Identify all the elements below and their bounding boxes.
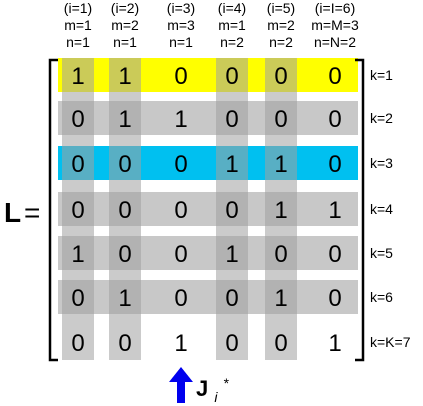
matrix-cell: 0 <box>328 285 341 312</box>
matrix-cell: 0 <box>225 63 238 90</box>
matrix-cell: 1 <box>174 330 187 357</box>
column-header-n: n=1 <box>169 34 193 50</box>
row-label: k=K=7 <box>370 334 411 350</box>
matrix-cell: 0 <box>225 285 238 312</box>
left-bracket <box>48 58 58 362</box>
matrix-cell: 1 <box>225 241 238 268</box>
row-bands <box>58 58 358 314</box>
row-label: k=1 <box>370 67 393 83</box>
matrix-cell: 1 <box>118 285 131 312</box>
column-band <box>62 58 94 360</box>
column-bands <box>62 58 297 360</box>
matrix-cell: 1 <box>274 197 287 224</box>
row-band <box>58 192 358 226</box>
matrix-cell: 1 <box>225 151 238 178</box>
row-label: k=5 <box>370 245 393 261</box>
matrix-cell: 0 <box>118 330 131 357</box>
column-header-i: (i=4) <box>218 0 246 16</box>
matrix-cell: 1 <box>174 106 187 133</box>
matrix-cell: 0 <box>71 106 84 133</box>
matrix-cell: 0 <box>225 330 238 357</box>
column-header-n: n=2 <box>220 34 244 50</box>
matrix-cell: 1 <box>71 241 84 268</box>
matrix-cell: 0 <box>274 330 287 357</box>
column-header-i: (i=5) <box>267 0 295 16</box>
row-band <box>58 146 358 180</box>
matrix-cell: 1 <box>274 285 287 312</box>
row-label: k=4 <box>370 201 393 217</box>
column-header-i: (i=I=6) <box>315 0 355 16</box>
matrix-cell: 0 <box>328 151 341 178</box>
column-band <box>109 58 141 360</box>
column-header-m: m=2 <box>111 17 139 33</box>
matrix-cell: 0 <box>274 106 287 133</box>
matrix-cell: 0 <box>174 151 187 178</box>
matrix-cell: 0 <box>328 241 341 268</box>
matrix-cell: 1 <box>274 151 287 178</box>
arrow-label-subscript: i <box>214 389 218 405</box>
right-bracket <box>355 58 365 362</box>
row-band <box>58 236 358 270</box>
row-label: k=2 <box>370 110 393 126</box>
matrix-cell: 1 <box>71 63 84 90</box>
row-labels: k=1 k=2 k=3 k=4 k=5 k=6 k=K=7 <box>370 67 411 350</box>
matrix-cell: 0 <box>274 63 287 90</box>
matrix-cell: 0 <box>174 63 187 90</box>
row-band <box>58 280 358 314</box>
column-arrow <box>169 367 193 403</box>
matrix-cell: 0 <box>328 106 341 133</box>
column-header-m: m=2 <box>267 17 295 33</box>
column-header-i: (i=1) <box>64 0 92 16</box>
column-header-n: n=N=2 <box>314 34 356 50</box>
matrix-cell: 0 <box>225 197 238 224</box>
column-header-i: (i=2) <box>111 0 139 16</box>
matrix-cell: 0 <box>328 63 341 90</box>
matrix-cell: 1 <box>118 63 131 90</box>
matrix-cell: 0 <box>174 285 187 312</box>
matrix-cells: 1 1 0 0 0 0 0 1 1 0 0 0 0 0 0 1 1 0 0 0 0 0 1 1 1 0 0 1 0 0 0 1 0 0 1 0 0 0 1 0… <box>71 63 341 357</box>
row-label: k=3 <box>370 155 393 171</box>
matrix-cell: 1 <box>328 197 341 224</box>
matrix-cell: 0 <box>174 197 187 224</box>
arrow-label-main: J <box>196 376 208 401</box>
arrow-label-superscript: * <box>224 375 230 391</box>
column-band <box>216 58 248 360</box>
column-header-n: n=1 <box>113 34 137 50</box>
matrix-cell: 0 <box>118 197 131 224</box>
column-headers: (i=1)m=1n=1(i=2)m=2n=1(i=3)m=3n=1(i=4)m=… <box>64 0 359 50</box>
arrow-head <box>169 367 193 382</box>
column-header-n: n=1 <box>66 34 90 50</box>
matrix-cell: 0 <box>71 285 84 312</box>
arrow-label: J i * <box>196 375 230 406</box>
column-header-n: n=2 <box>269 34 293 50</box>
matrix-cell: 1 <box>328 330 341 357</box>
arrow-shaft <box>177 381 185 403</box>
row-label: k=6 <box>370 289 393 305</box>
matrix-symbol: L <box>4 197 21 228</box>
matrix-cell: 0 <box>118 241 131 268</box>
column-header-m: m=3 <box>167 17 195 33</box>
column-band <box>265 58 297 360</box>
matrix-cell: 0 <box>71 197 84 224</box>
matrix-cell: 0 <box>225 106 238 133</box>
column-header-i: (i=3) <box>167 0 195 16</box>
matrix-cell: 0 <box>71 151 84 178</box>
equals-sign: = <box>24 197 40 228</box>
column-header-m: m=1 <box>64 17 92 33</box>
matrix-cell: 0 <box>71 330 84 357</box>
matrix-cell: 0 <box>274 241 287 268</box>
matrix-cell: 0 <box>174 241 187 268</box>
column-header-m: m=1 <box>218 17 246 33</box>
row-band <box>58 58 358 92</box>
matrix-cell: 0 <box>118 151 131 178</box>
row-band <box>58 101 358 135</box>
matrix-cell: 1 <box>118 106 131 133</box>
column-header-m: m=M=3 <box>311 17 359 33</box>
